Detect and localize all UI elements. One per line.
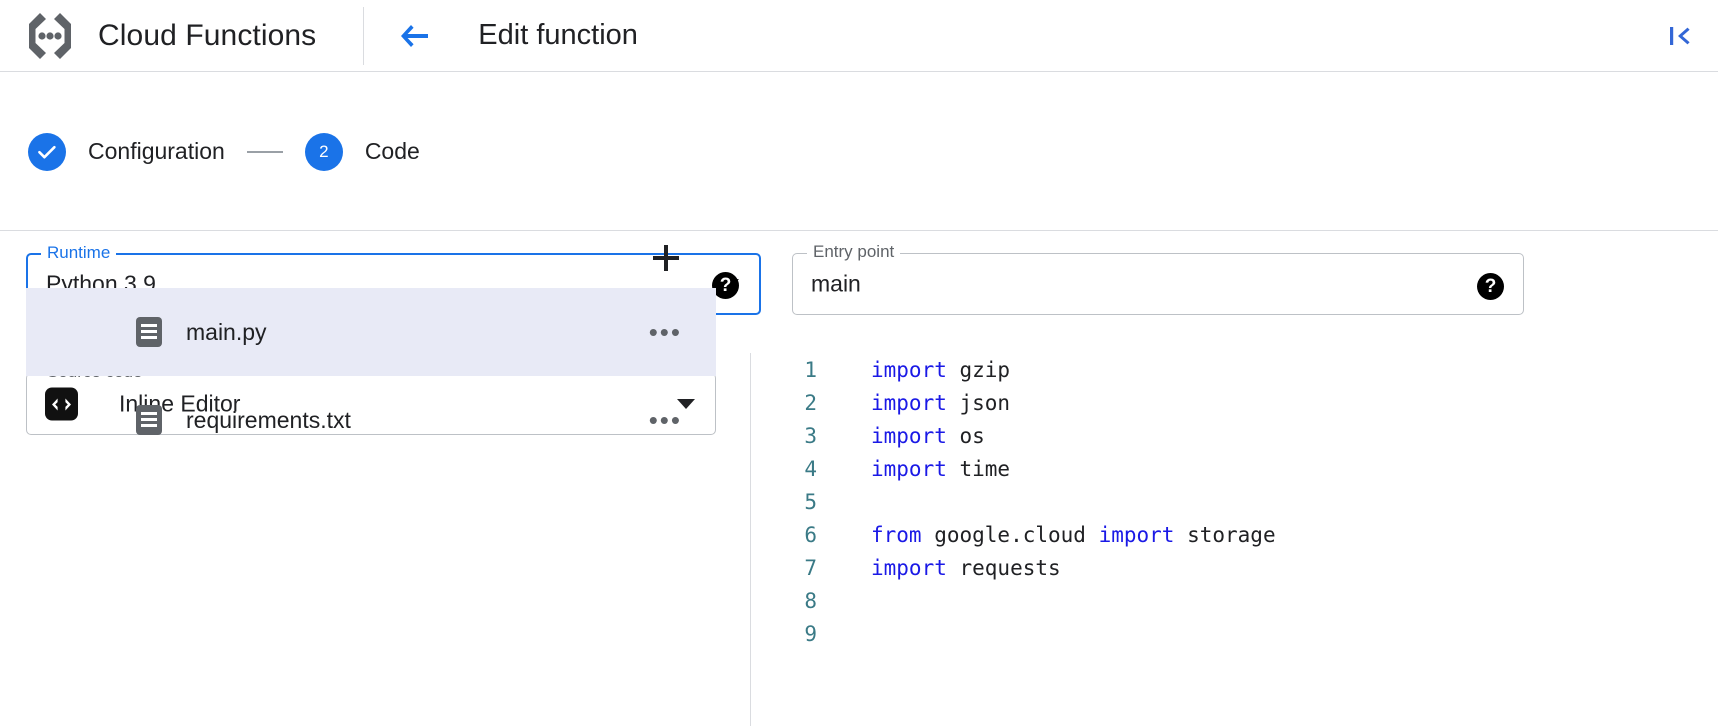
add-file-button[interactable] [640,232,692,284]
line-number: 8 [804,588,817,613]
file-row-content: requirements.txt [26,405,351,435]
code-text[interactable]: import time [817,457,1010,481]
code-text[interactable]: import json [817,391,1010,415]
file-overflow-menu-icon[interactable]: ••• [648,317,682,347]
file-name: requirements.txt [186,406,351,433]
file-row[interactable]: main.py ••• [26,288,716,376]
entry-point-value: main [811,270,861,297]
code-line: 5 [751,485,1718,518]
wizard-stepper: Configuration 2 Code [0,73,1718,231]
runtime-help-icon[interactable]: ? [712,272,739,299]
step-configuration-label: Configuration [88,138,225,164]
step-configuration[interactable]: Configuration [28,132,225,171]
brand-title: Cloud Functions [98,18,317,52]
line-number: 9 [804,621,817,646]
code-line: 8 [751,584,1718,617]
pane-divider [750,353,751,726]
step-code-label: Code [364,138,420,164]
code-token: json [946,390,1011,415]
line-number: 2 [804,390,817,415]
code-keyword: import [1098,522,1175,547]
entry-point-input[interactable]: Entry point main [792,242,1524,315]
code-keyword: import [871,390,947,415]
file-row-content: main.py [26,317,267,347]
code-token: storage [1174,522,1276,547]
file-icon [136,317,162,347]
page-title: Edit function [478,19,638,51]
step-code-marker: 2 [304,132,343,171]
code-keyword: import [871,456,947,481]
line-number: 6 [804,522,817,547]
file-row[interactable]: requirements.txt ••• [26,376,716,464]
code-text[interactable]: import requests [817,556,1061,580]
line-number: 4 [804,456,817,481]
code-keyword: from [871,522,922,547]
cloud-functions-logo-icon [22,10,78,62]
line-number: 5 [804,489,817,514]
line-number: 1 [804,357,817,382]
code-keyword: import [871,555,947,580]
header-divider [363,6,365,65]
entry-point-help-icon[interactable]: ? [1477,273,1504,300]
file-icon [136,405,162,435]
code-line: 9 [751,617,1718,650]
code-token: os [946,423,985,448]
file-overflow-menu-icon[interactable]: ••• [648,405,682,435]
code-token: google.cloud [921,522,1099,547]
code-token: time [946,456,1011,481]
collapse-panel-icon[interactable] [1662,19,1696,53]
code-token: requests [946,555,1061,580]
code-brackets-icon [45,387,78,421]
code-token: gzip [946,357,1011,382]
code-text[interactable]: import gzip [817,358,1010,382]
back-arrow-icon[interactable] [397,19,431,53]
chevron-down-icon[interactable] [677,399,695,409]
entry-point-label: Entry point [807,242,901,262]
step-connector [246,150,283,153]
step-configuration-marker [28,132,66,171]
line-number: 3 [804,423,817,448]
brand-area: Cloud Functions [0,0,316,72]
code-keyword: import [871,423,947,448]
top-app-bar: Cloud Functions Edit function [0,0,1718,72]
code-text[interactable]: import os [817,424,985,448]
code-keyword: import [871,357,947,382]
code-text[interactable]: from google.cloud import storage [817,523,1276,547]
line-number: 7 [804,555,817,580]
source-code-select[interactable]: Source code Inline Editor [26,362,716,435]
file-list: main.py ••• requirements.txt ••• [26,288,716,464]
runtime-label: Runtime [41,243,117,263]
step-code[interactable]: 2 Code [304,132,420,171]
file-name: main.py [186,318,267,345]
